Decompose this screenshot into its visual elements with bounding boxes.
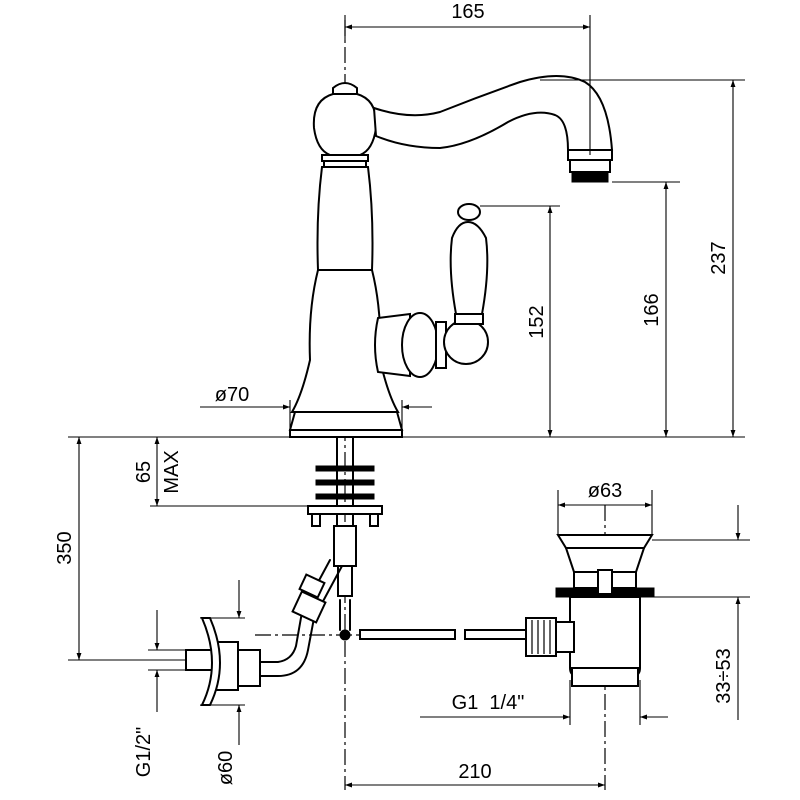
supply-hose bbox=[185, 559, 343, 706]
dim-label-waste-thread: G1 1/4" bbox=[452, 692, 525, 714]
dim-label-inlet-thread: G1/2" bbox=[133, 727, 155, 777]
faucet-body bbox=[288, 75, 614, 438]
dim-label-210: 210 bbox=[458, 761, 491, 783]
dim-label-waste-diameter: ø63 bbox=[588, 480, 622, 502]
dim-label-waste-range: 33÷53 bbox=[713, 648, 735, 703]
dim-label-rosette-diameter: ø60 bbox=[215, 751, 237, 785]
dim-label-65: 65 bbox=[133, 461, 155, 483]
dim-label-165: 165 bbox=[451, 1, 484, 23]
dim-label-237: 237 bbox=[708, 241, 730, 274]
dimension-lines bbox=[68, 15, 750, 788]
dim-label-166: 166 bbox=[641, 293, 663, 326]
under-counter-fixing bbox=[307, 436, 383, 641]
dim-label-350: 350 bbox=[54, 531, 76, 564]
dim-label-max: MAX bbox=[161, 450, 183, 493]
pop-up-waste bbox=[359, 534, 655, 687]
dim-label-base-diameter: ø70 bbox=[215, 384, 249, 406]
dim-label-152: 152 bbox=[526, 305, 548, 338]
